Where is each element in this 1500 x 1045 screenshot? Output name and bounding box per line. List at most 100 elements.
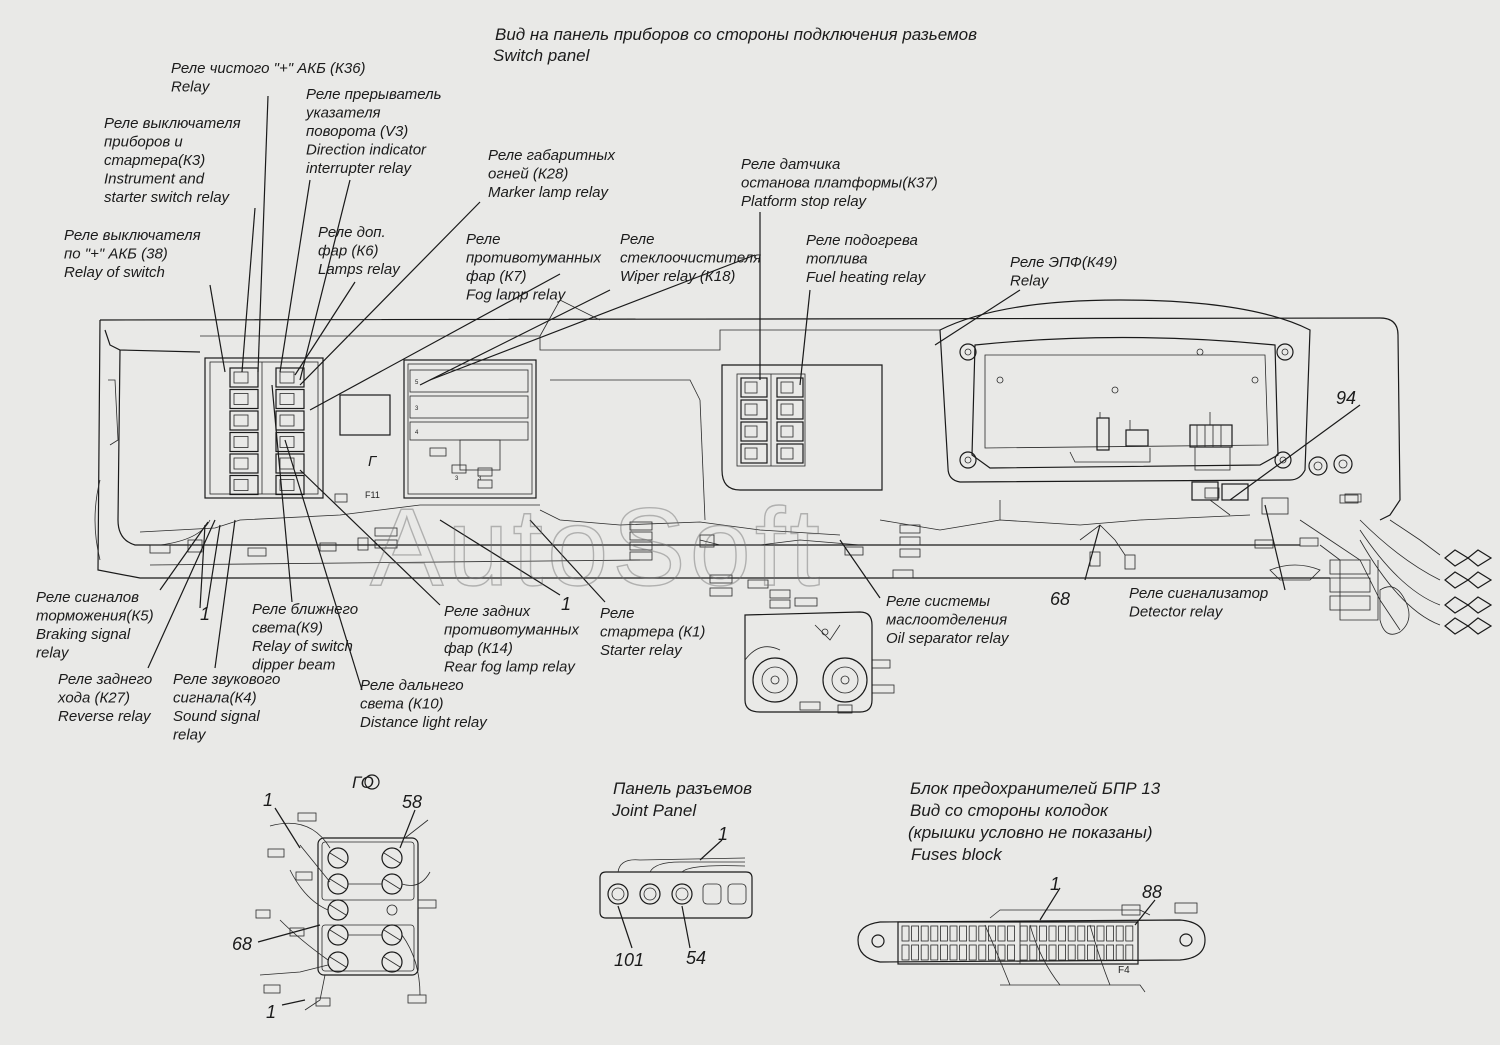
- fuse-cell: [940, 925, 948, 942]
- fuse-cell: [901, 925, 910, 942]
- fuse-cell: [959, 925, 967, 942]
- connector-tag: [334, 493, 348, 503]
- connector-tag: [357, 537, 369, 551]
- connector-tag: [629, 551, 653, 561]
- fuse-connector-tags: [1121, 902, 1198, 916]
- fuse-cell: [930, 925, 939, 942]
- fuse-cell: [920, 925, 929, 942]
- relay-label-line: starter switch relay: [104, 189, 231, 206]
- connector-tag: [629, 541, 653, 551]
- connector-tag: [747, 579, 769, 589]
- joint-panel-title-en: Joint Panel: [611, 801, 697, 820]
- fuse-cell: [940, 944, 948, 961]
- connector-tag: [837, 704, 853, 714]
- connector-tag: [799, 701, 821, 711]
- fuse-cell: [901, 944, 910, 961]
- title-ru: Вид на панель приборов со стороны подклю…: [495, 25, 977, 44]
- relay-label-line: фар (К7): [466, 268, 527, 285]
- connector-tag: [709, 574, 733, 584]
- connector-tag: [451, 464, 467, 474]
- relay-label-line: поворота (V3): [306, 123, 408, 140]
- relay-label-line: Реле выключателя: [64, 227, 201, 244]
- relay-label-line: Реле дальнего: [360, 677, 464, 694]
- joint-panel: Панель разъемов Joint Panel 1 101 54: [599, 779, 753, 970]
- relay-cell-inner: [233, 479, 249, 491]
- connector-tag: [709, 587, 733, 597]
- starter-relay-assembly: [744, 611, 873, 713]
- fuse-cell: [1087, 944, 1095, 961]
- relay-label-line: Marker lamp relay: [488, 184, 610, 201]
- go-connector-block: ГО 1 58 68 1: [232, 773, 431, 1022]
- svg-text:3: 3: [455, 476, 459, 482]
- dashboard-outline: [94, 299, 1401, 579]
- relay-cell-inner: [780, 425, 794, 438]
- connector-tag: [267, 848, 285, 858]
- callout-1-mid: 1: [561, 594, 571, 614]
- fuse-cell: [997, 925, 1006, 942]
- title-en: Switch panel: [493, 46, 591, 65]
- relay-label-k49: Реле ЭПФ(К49)Relay: [1010, 254, 1117, 290]
- relay-label-line: Braking signal: [36, 626, 131, 643]
- relay-label-line: Detector relay: [1129, 604, 1224, 621]
- fuse-cell: [997, 944, 1006, 961]
- svg-text:4: 4: [415, 430, 419, 436]
- fuse-cell: [1039, 944, 1047, 961]
- relay-label-line: Реле чистого "+" АКБ (К36): [171, 60, 366, 77]
- fuse-cell: [1019, 925, 1028, 942]
- relay-cell: [275, 410, 305, 431]
- relay-label-line: Fog lamp relay: [466, 287, 567, 304]
- relay-cell-inner: [780, 403, 794, 416]
- relay-block-left: [204, 357, 324, 499]
- relay-label-line: dipper beam: [252, 657, 335, 674]
- connector-tag: [417, 899, 437, 909]
- callout-g: Г: [368, 453, 378, 470]
- fuse-cell: [1048, 925, 1057, 942]
- callout-1-left: 1: [200, 604, 210, 624]
- fuse-cell: [1067, 925, 1076, 942]
- fuse-title-line3: (крышки условно не показаны): [908, 823, 1153, 842]
- connector-tag: [374, 539, 398, 549]
- relay-label-line: relay: [36, 645, 70, 662]
- relay-cell: [776, 421, 804, 442]
- go-title: ГО: [352, 773, 374, 792]
- relay-cell-inner: [233, 414, 249, 427]
- relay-label-line: Oil separator relay: [886, 630, 1010, 647]
- relay-label-line: Relay: [171, 79, 211, 96]
- cluster-connectors: [1069, 412, 1249, 501]
- relay-label-line: Direction indicator: [306, 142, 427, 159]
- relay-cell: [229, 410, 259, 431]
- relay-label-line: стартера (К1): [600, 624, 705, 641]
- relay-cell: [776, 377, 804, 398]
- watermark: AutoSoft: [370, 486, 824, 609]
- svg-text:3: 3: [478, 476, 482, 482]
- joint-panel-title-ru: Панель разъемов: [613, 779, 752, 798]
- connector-tag: [1261, 497, 1289, 515]
- relay-cell-inner: [233, 393, 249, 405]
- relay-cell: [229, 474, 259, 496]
- relay-label-line: Lamps relay: [318, 261, 401, 278]
- relay-cell: [776, 399, 804, 420]
- fuse-title-line1: Блок предохранителей БПР 13: [910, 779, 1161, 798]
- svg-text:3: 3: [415, 406, 419, 412]
- relay-label-line: Реле прерыватель: [306, 86, 442, 103]
- fuse-cell: [1115, 944, 1124, 961]
- connector-tag: [297, 812, 317, 822]
- connector-tag: [149, 544, 171, 554]
- relay-label-line: хода (К27): [57, 690, 130, 707]
- relay-label-line: Starter relay: [600, 642, 683, 659]
- callout-68: 68: [1050, 589, 1070, 609]
- relay-cell: [275, 453, 305, 474]
- relay-label-line: противотуманных: [466, 250, 601, 267]
- relay-cell-inner: [780, 381, 794, 394]
- relay-label-line: противотуманных: [444, 622, 579, 639]
- relay-cell: [275, 474, 305, 496]
- relay-label-line: Реле ЭПФ(К49): [1010, 254, 1117, 271]
